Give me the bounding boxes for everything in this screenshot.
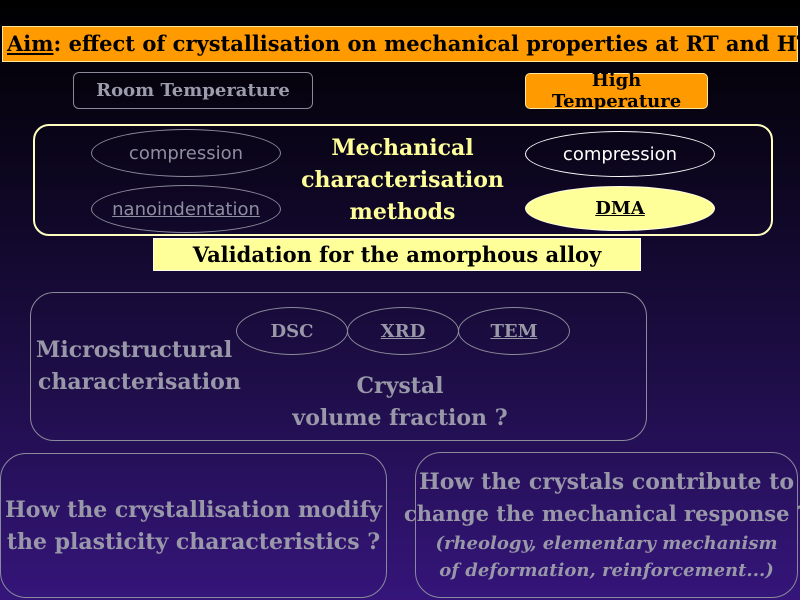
crystal-line1: Crystal — [356, 373, 444, 399]
xrd-link[interactable]: XRD — [380, 320, 426, 342]
tem-ellipse[interactable]: TEM — [458, 307, 570, 355]
mech-title-line3: methods — [349, 199, 456, 225]
mech-title-line2: characterisation — [301, 167, 504, 193]
question-left-line1: How the crystallisation modify — [5, 496, 382, 523]
tem-link[interactable]: TEM — [490, 320, 538, 342]
micro-label-line1: Microstructural — [36, 337, 233, 363]
validation-banner: Validation for the amorphous alloy — [153, 238, 641, 271]
nanoindentation-link[interactable]: nanoindentation — [112, 198, 260, 220]
question-right-box: How the crystals contribute to change th… — [404, 452, 800, 598]
question-left-box: How the crystallisation modify the plast… — [0, 453, 387, 598]
aim-banner: Aim: effect of crystallisation on mechan… — [2, 26, 800, 62]
dma-ellipse[interactable]: DMA — [525, 186, 715, 231]
question-right-note1: (rheology, elementary mechanism — [435, 533, 778, 554]
mechanical-methods-title: Mechanical characterisation methods — [300, 132, 505, 228]
question-right-line1: How the crystals contribute to — [418, 469, 795, 495]
mechanical-methods-box — [33, 124, 773, 236]
question-left-line2: the plasticity characteristics ? — [6, 528, 381, 555]
crystal-line2: volume fraction ? — [292, 405, 508, 431]
ht-compression-ellipse: compression — [525, 131, 715, 177]
micro-label-line2: characterisation — [38, 369, 241, 395]
rt-compression-ellipse: compression — [91, 129, 281, 177]
crystal-volume-label: Crystal volume fraction ? — [290, 370, 510, 434]
dma-link[interactable]: DMA — [595, 198, 645, 219]
high-temperature-label: High Temperature — [525, 70, 708, 112]
aim-text: : effect of crystallisation on mechanica… — [53, 31, 800, 56]
microstructural-label: Microstructural characterisation — [36, 334, 241, 398]
mech-title-line1: Mechanical — [331, 135, 474, 161]
dsc-ellipse: DSC — [236, 307, 348, 355]
microstructural-box — [30, 292, 647, 441]
question-right-line2: change the mechanical response ? — [403, 501, 800, 526]
room-temperature-label: Room Temperature — [73, 72, 313, 109]
question-right-note2: of deformation, reinforcement...) — [439, 560, 774, 581]
aim-prefix: Aim — [7, 31, 54, 56]
rt-nanoindentation-ellipse[interactable]: nanoindentation — [91, 185, 281, 233]
xrd-ellipse[interactable]: XRD — [347, 307, 459, 355]
